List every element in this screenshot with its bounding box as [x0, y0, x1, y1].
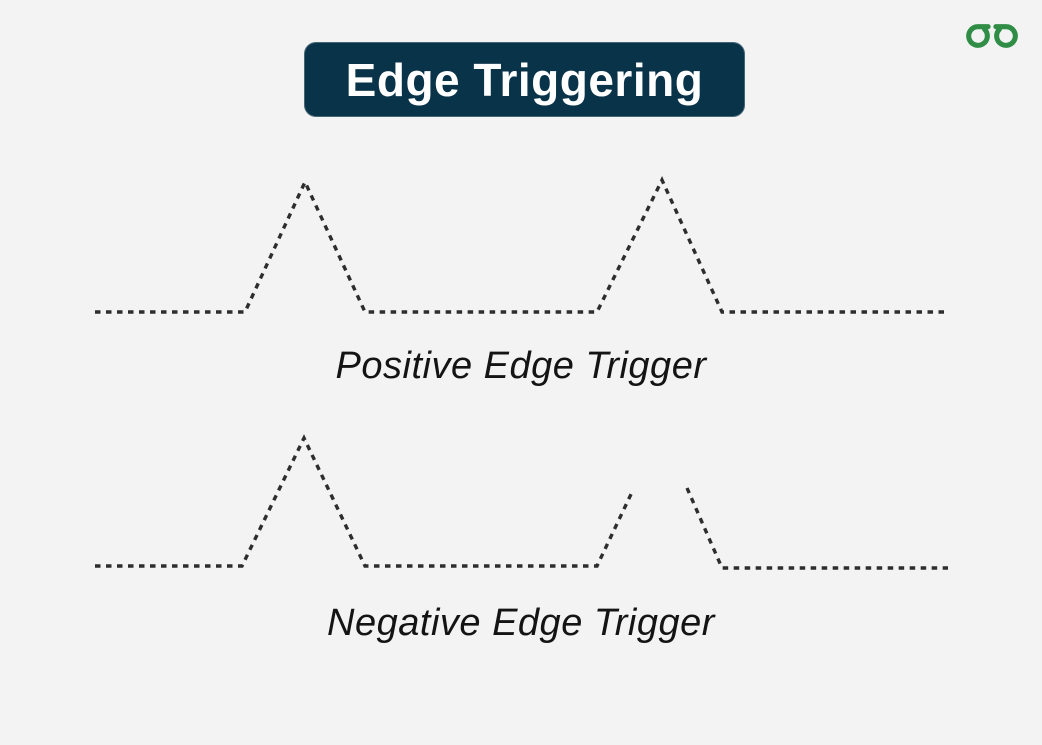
title-banner: Edge Triggering — [304, 42, 745, 117]
logo-right-g-shape — [993, 24, 1018, 48]
negative-edge-label: Negative Edge Trigger — [327, 602, 715, 644]
positive-edge-label: Positive Edge Trigger — [335, 345, 707, 387]
page-title: Edge Triggering — [345, 53, 704, 106]
positive-waveform-path — [95, 176, 948, 314]
geeksforgeeks-logo-icon — [966, 24, 1018, 48]
negative-waveform-path-right — [685, 487, 948, 570]
negative-edge-waveform — [95, 434, 948, 570]
positive-edge-waveform — [95, 176, 948, 314]
logo-left-g-shape — [966, 24, 991, 48]
negative-waveform-path-left — [95, 434, 635, 568]
